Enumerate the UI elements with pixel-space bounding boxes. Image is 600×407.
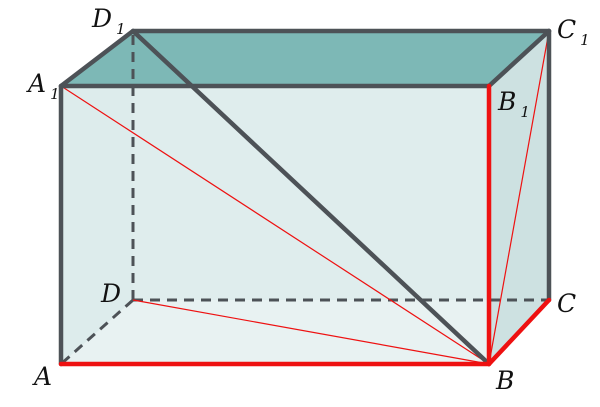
edge-A1-D1 (58, 28, 136, 89)
top-face (61, 31, 549, 86)
vertex-label-A: A (32, 362, 52, 391)
edge-C1-B1 (486, 28, 552, 89)
vertex-letter: C (557, 289, 576, 318)
vertex-label-C1: C 1 (557, 15, 590, 49)
vertex-labels: A B C D A 1 B 1 C 1 D 1 (26, 4, 590, 395)
diagonal-D1-B (130, 28, 492, 367)
vertex-subscript: 1 (116, 20, 126, 38)
segment-C1-B (488, 30, 550, 365)
hidden-edges (60, 31, 549, 366)
vertex-letter: A (32, 362, 52, 391)
vertex-subscript: 1 (520, 103, 530, 121)
vertex-label-B: B (495, 366, 514, 395)
vertex-label-D: D (100, 279, 121, 308)
vertex-letter: D (91, 4, 112, 33)
vertex-letter: C (557, 15, 576, 44)
segment-A1-B (60, 85, 490, 365)
vertex-label-D1: D 1 (91, 4, 126, 38)
vertex-letter: A (26, 69, 46, 98)
segment-D-B (132, 299, 490, 365)
edge-B-C (486, 297, 552, 367)
vertex-subscript: 1 (50, 85, 60, 103)
vertex-label-C: C (557, 289, 576, 318)
vertex-subscript: 1 (580, 31, 590, 49)
vertex-label-B1: B 1 (497, 87, 530, 121)
vertex-letter: B (495, 366, 514, 395)
vertex-letter: B (497, 87, 516, 116)
visible-edges (58, 28, 552, 367)
vertex-letter: D (100, 279, 121, 308)
highlighted-edges (58, 83, 552, 367)
vertex-label-A1: A 1 (26, 69, 60, 103)
